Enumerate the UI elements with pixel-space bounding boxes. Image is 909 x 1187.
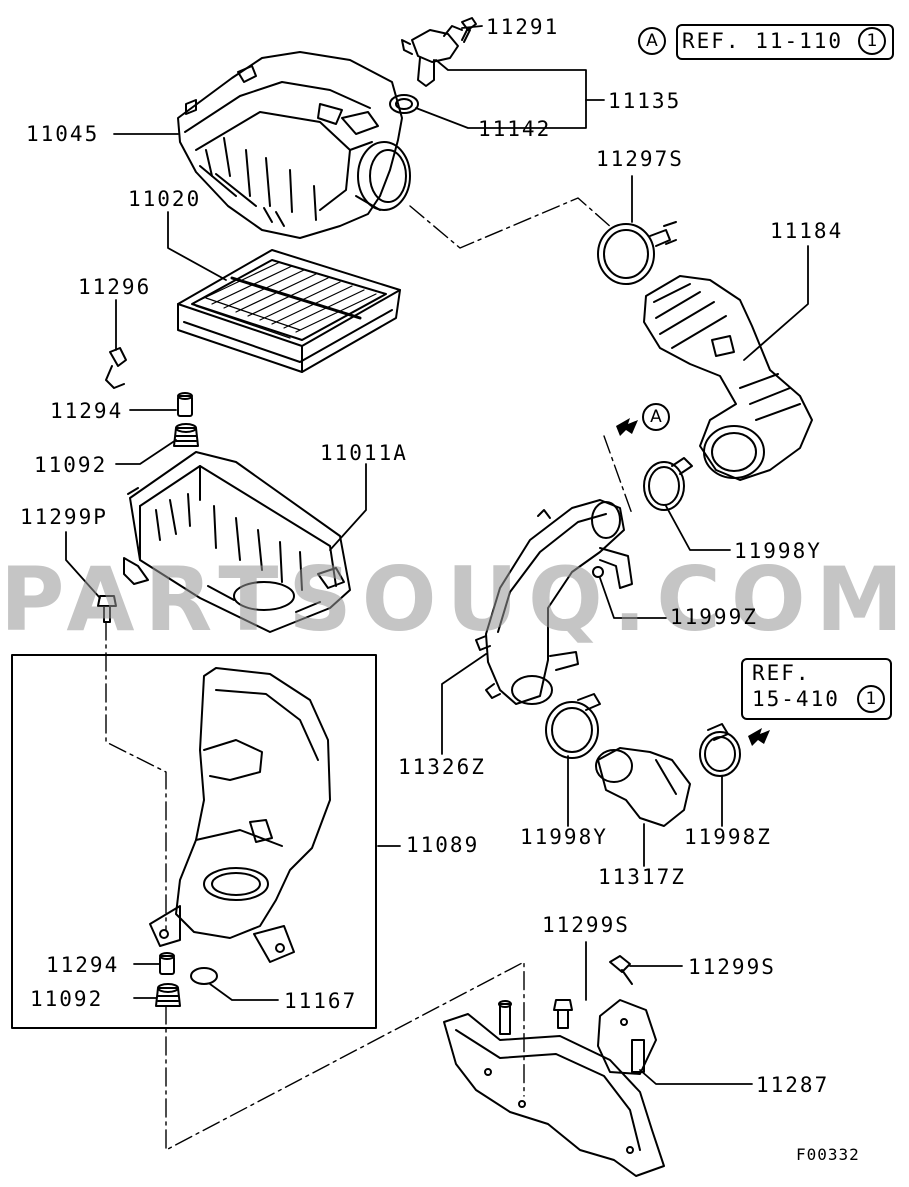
part-label-11299S-a: 11299S bbox=[542, 913, 630, 937]
part-label-11287: 11287 bbox=[756, 1073, 830, 1097]
o-ring-11142 bbox=[389, 94, 419, 114]
part-label-11999Z: 11999Z bbox=[670, 605, 758, 629]
part-label-11184: 11184 bbox=[770, 219, 844, 243]
part-label-11998Z: 11998Z bbox=[684, 825, 772, 849]
part-label-11135: 11135 bbox=[608, 89, 682, 113]
resonator-group-box bbox=[11, 654, 377, 1029]
dashed-connection-lines bbox=[105, 197, 633, 1151]
ref-text-15-410-line2: 15-410 bbox=[752, 687, 840, 711]
part-label-11299P: 11299P bbox=[20, 505, 108, 529]
figure-code: F00332 bbox=[796, 1145, 860, 1164]
insulator-11092-lower bbox=[155, 983, 181, 1007]
part-label-11020: 11020 bbox=[128, 187, 202, 211]
part-label-11092-upper: 11092 bbox=[34, 453, 108, 477]
leader-lines bbox=[65, 25, 809, 1085]
part-label-11998Y-upper: 11998Y bbox=[734, 539, 822, 563]
ref-marker-a-top: A bbox=[638, 27, 666, 55]
insulator-11092-upper bbox=[173, 423, 199, 447]
part-label-11291: 11291 bbox=[486, 15, 560, 39]
clamp-11998Y-upper bbox=[643, 457, 693, 511]
part-label-11294-upper: 11294 bbox=[50, 399, 124, 423]
part-label-11089: 11089 bbox=[406, 833, 480, 857]
collar-11294-upper bbox=[177, 392, 193, 417]
air-duct-11326Z bbox=[475, 499, 633, 705]
bolt-11299P bbox=[97, 595, 117, 623]
part-label-11294-lower: 11294 bbox=[46, 953, 120, 977]
part-label-11296: 11296 bbox=[78, 275, 152, 299]
ref-circle-11-110: 1 bbox=[858, 27, 886, 55]
bracket-11287 bbox=[443, 999, 665, 1177]
air-cleaner-upper-case bbox=[177, 51, 411, 239]
arrow-to-ref-15-410 bbox=[748, 728, 770, 746]
hose-11317Z bbox=[595, 747, 691, 827]
part-label-11142: 11142 bbox=[478, 117, 552, 141]
screw-11291 bbox=[461, 17, 477, 43]
clamp-11297S bbox=[597, 221, 677, 285]
part-label-11317Z: 11317Z bbox=[598, 865, 686, 889]
bolt-11299S-right bbox=[609, 955, 633, 985]
air-filter-element bbox=[177, 249, 401, 373]
ref-text-15-410-line1: REF. bbox=[752, 661, 811, 685]
bolt-11299S-left bbox=[553, 999, 573, 1029]
part-label-11998Y-lower: 11998Y bbox=[520, 825, 608, 849]
part-label-11297S: 11297S bbox=[596, 147, 684, 171]
part-label-11045: 11045 bbox=[26, 122, 100, 146]
intake-hose-11184 bbox=[643, 275, 813, 481]
collar-11294-lower bbox=[159, 952, 175, 975]
part-label-11167: 11167 bbox=[284, 989, 358, 1013]
air-cleaner-lower-case bbox=[123, 451, 351, 633]
airflow-sensor bbox=[401, 25, 463, 87]
part-label-11326Z: 11326Z bbox=[398, 755, 486, 779]
resonator-11089 bbox=[149, 667, 331, 963]
part-label-11092-lower: 11092 bbox=[30, 987, 104, 1011]
ref-marker-a-mid: A bbox=[642, 403, 670, 431]
part-label-11299S-b: 11299S bbox=[688, 955, 776, 979]
ref-text-11-110: REF. 11-110 bbox=[682, 29, 844, 53]
collar-11167 bbox=[190, 967, 218, 985]
arrow-to-ref-A bbox=[616, 418, 638, 436]
ref-circle-15-410: 1 bbox=[857, 685, 885, 713]
part-label-11011A: 11011A bbox=[320, 441, 408, 465]
clamp-11998Z bbox=[699, 723, 741, 777]
clamp-11998Y-lower bbox=[545, 693, 601, 759]
clip-11296 bbox=[105, 347, 127, 389]
ref-box-11-110 bbox=[676, 24, 894, 60]
